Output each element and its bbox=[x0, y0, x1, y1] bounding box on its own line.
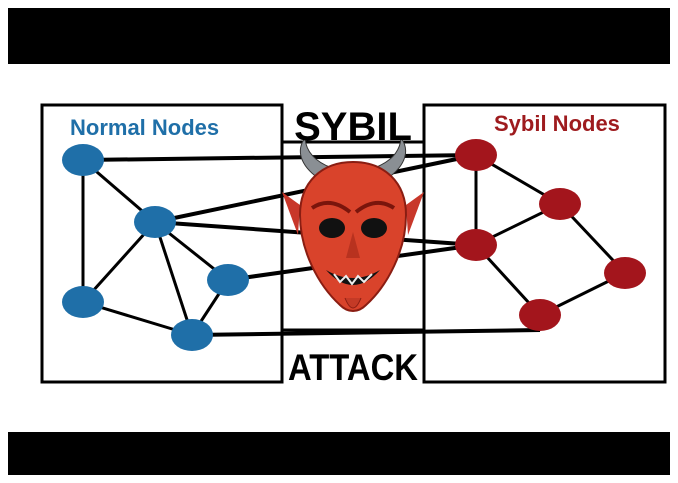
sybil-nodes bbox=[455, 139, 646, 331]
normal-node bbox=[62, 144, 104, 176]
bottom-black-band bbox=[8, 432, 670, 475]
sybil-network-edges bbox=[474, 153, 627, 317]
edge bbox=[82, 153, 477, 162]
attack-title: ATTACK bbox=[288, 347, 418, 388]
normal-node bbox=[171, 319, 213, 351]
normal-node bbox=[134, 206, 176, 238]
sybil-node bbox=[455, 139, 497, 171]
sybil-nodes-label: Sybil Nodes bbox=[494, 111, 620, 136]
normal-node bbox=[207, 264, 249, 296]
center-panel bbox=[280, 140, 426, 332]
normal-node bbox=[62, 286, 104, 318]
top-black-band bbox=[8, 8, 670, 64]
edge bbox=[153, 221, 194, 336]
normal-nodes-label: Normal Nodes bbox=[70, 115, 219, 140]
normal-network-edges bbox=[81, 158, 230, 337]
edge bbox=[81, 220, 157, 304]
sybil-node bbox=[604, 257, 646, 289]
sybil-node bbox=[539, 188, 581, 220]
sybil-node bbox=[455, 229, 497, 261]
sybil-node bbox=[519, 299, 561, 331]
sybil-title: SYBIL bbox=[294, 105, 412, 149]
devil-mask-icon bbox=[282, 136, 424, 312]
normal-nodes bbox=[62, 144, 249, 351]
edge bbox=[191, 328, 541, 337]
